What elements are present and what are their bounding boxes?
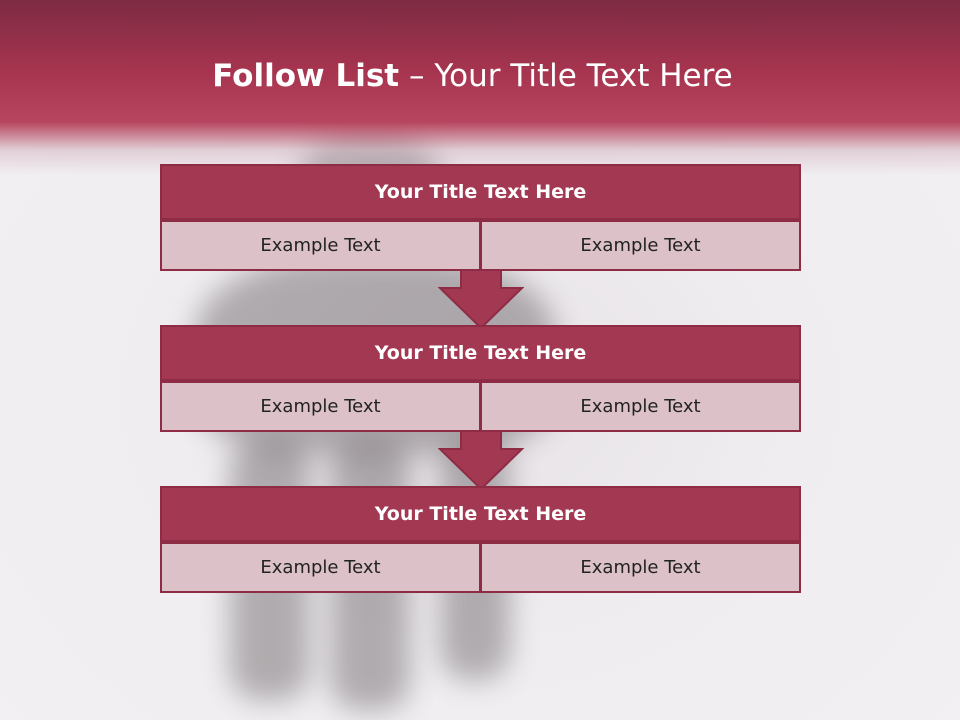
flow-box-title: Your Title Text Here: [160, 325, 801, 381]
flow-box-2: Your Title Text Here Example Text Exampl…: [160, 325, 801, 433]
down-arrow-icon: [438, 270, 524, 330]
flow-box-cell-right: Example Text: [480, 542, 801, 593]
flow-box-3: Your Title Text Here Example Text Exampl…: [160, 486, 801, 594]
down-arrow-icon: [438, 431, 524, 491]
flow-box-cell-left: Example Text: [160, 381, 481, 432]
flow-box-cell-right: Example Text: [480, 381, 801, 432]
title-rest: – Your Title Text Here: [399, 58, 733, 94]
flow-box-title: Your Title Text Here: [160, 164, 801, 220]
flow-box-1: Your Title Text Here Example Text Exampl…: [160, 164, 801, 272]
flow-box-cell-left: Example Text: [160, 220, 481, 271]
flow-box-title: Your Title Text Here: [160, 486, 801, 542]
flow-box-cell-right: Example Text: [480, 220, 801, 271]
title-bold: Follow List: [212, 58, 400, 94]
flow-box-cell-left: Example Text: [160, 542, 481, 593]
slide-title: Follow List – Your Title Text Here: [0, 50, 945, 102]
header-band: [0, 0, 960, 175]
